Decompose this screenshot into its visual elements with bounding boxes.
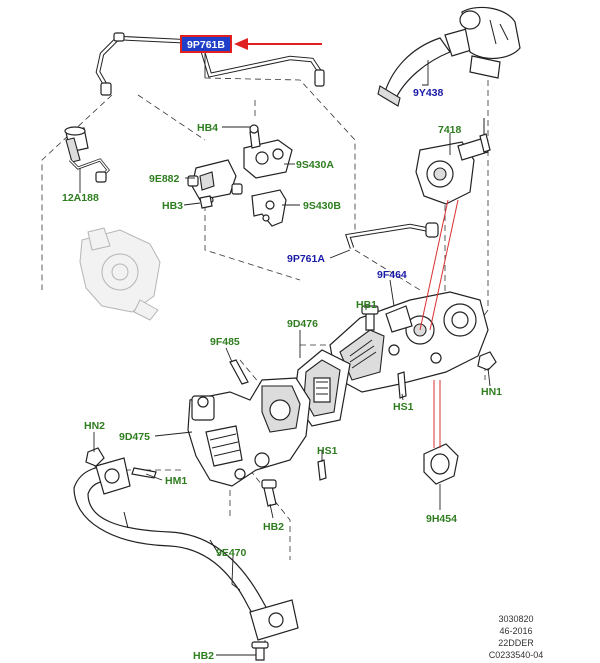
label-HS1: HS1 [393,401,414,413]
label-9D476: 9D476 [287,318,318,330]
red-guide-lines [419,199,459,448]
gasket-9H454 [423,443,459,485]
pipe-9E470 [73,457,299,641]
highlighted-part-callout[interactable]: 9P761B [180,35,232,53]
label-HB4: HB4 [197,122,218,134]
engine-outline [79,227,161,321]
stud-9F485 [229,359,249,385]
label-HN2: HN2 [84,420,105,432]
valve-9D475 [187,377,311,487]
label-HB2: HB2 [263,521,284,533]
solenoid-9E882 [187,159,243,204]
label-9E882: 9E882 [149,173,180,185]
label-9F464: 9F464 [377,269,407,281]
label-9E470: 9E470 [216,547,247,559]
hose-9Y438 [377,6,521,107]
sensor-12A188 [64,126,111,183]
label-HB2-lower: HB2 [193,650,214,662]
highlight-label: 9P761B [187,39,225,51]
label-9F485: 9F485 [210,336,240,348]
tube-9P761A [345,222,439,249]
label-12A188: 12A188 [62,192,99,204]
footer-line-2: 46-2016 [499,626,532,636]
highlight-arrow [234,38,322,50]
label-9H454: 9H454 [426,513,457,525]
bracket-9S430A [243,124,293,179]
footer-line-3: 22DDER [498,638,534,648]
label-9D475: 9D475 [119,431,150,443]
label-HB1: HB1 [356,299,377,311]
part-labels: 9Y438 HB4 7418 9E882 9S430A 12A188 HB3 9… [62,87,502,662]
leader-lines [79,49,491,656]
label-9P761A: 9P761A [287,253,325,265]
label-HN1: HN1 [481,386,502,398]
label-HB3: HB3 [162,200,183,212]
cooler-9F464 [329,291,489,393]
actuator-7418 [415,118,491,205]
footer-line-1: 3030820 [498,614,533,624]
fasteners [85,305,497,661]
label-9Y438: 9Y438 [413,87,444,99]
label-9S430A: 9S430A [296,159,334,171]
label-HS1-lower: HS1 [317,445,338,457]
drawing-footer: 3030820 46-2016 22DDER C0233540-04 [489,614,544,660]
bracket-9S430B [199,189,287,227]
footer-line-4: C0233540-04 [489,650,544,660]
label-7418: 7418 [438,124,462,136]
label-HM1: HM1 [165,475,187,487]
label-9S430B: 9S430B [303,200,341,212]
